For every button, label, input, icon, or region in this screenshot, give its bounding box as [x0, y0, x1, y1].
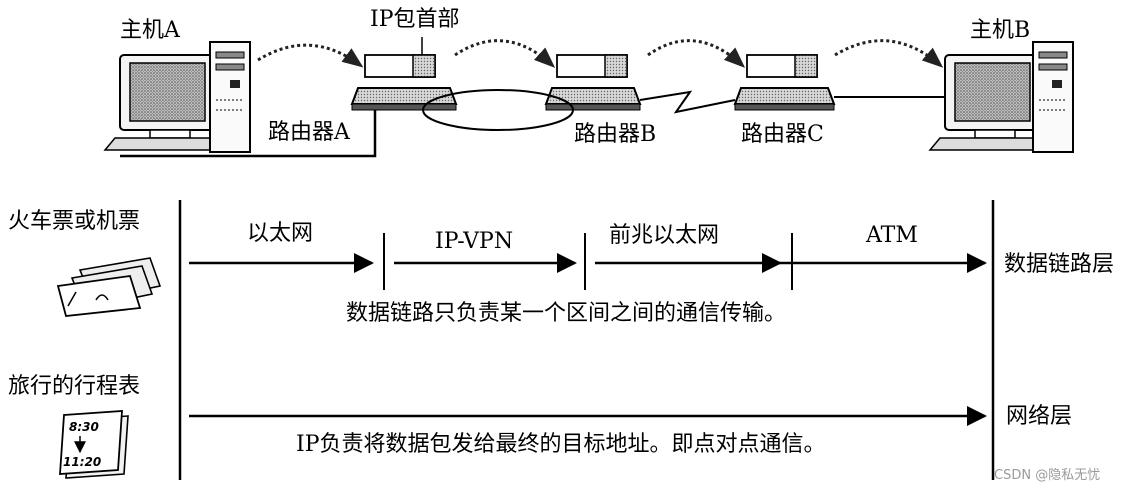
router-b-label: 路由器B: [574, 122, 656, 147]
router-b-icon: [544, 87, 642, 111]
ip-packet-icon: [556, 54, 628, 78]
itinerary-end-time: 11:20: [63, 455, 101, 469]
datalink-layer-label: 数据链路层: [1004, 252, 1114, 277]
packet-flow-arrow: [454, 39, 556, 68]
datalink-caption: 数据链路只负责某一个区间之间的通信传输。: [346, 301, 786, 326]
router-c-label: 路由器C: [741, 122, 824, 147]
packet-flow-arrow: [647, 39, 746, 68]
segment-label-ethernet: 以太网: [247, 221, 313, 246]
network-caption: IP负责将数据包发给最终的目标地址。即点对点通信。: [296, 432, 826, 457]
ring-network-link: [422, 89, 574, 131]
itinerary-label: 旅行的行程表: [8, 374, 140, 399]
segment-label-atm: ATM: [865, 223, 918, 248]
host-a-cable: [120, 108, 377, 158]
packet-flow-arrow: [257, 43, 364, 68]
router-a-icon: [350, 87, 458, 111]
itinerary-icon: 8:30 11:20: [59, 410, 129, 479]
host-b-computer-icon: [928, 41, 1074, 153]
ip-header-label: IP包首部: [370, 7, 460, 32]
ip-packet-icon: [746, 54, 818, 78]
watermark-text: CSDN @隐私无忧: [994, 468, 1100, 483]
ticket-label: 火车票或机票: [8, 209, 140, 234]
segment-label-ipvpn: IP-VPN: [435, 229, 513, 254]
host-b-label: 主机B: [970, 18, 1030, 43]
router-c-icon: [733, 87, 836, 111]
host-a-computer-icon: [103, 41, 251, 153]
segment-label-gigabit-ethernet: 前兆以太网: [609, 223, 719, 248]
packet-flow-arrow: [834, 39, 944, 68]
network-layer-label: 网络层: [1006, 404, 1072, 429]
host-a-label: 主机A: [120, 18, 181, 43]
itinerary-start-time: 8:30: [69, 420, 99, 434]
ip-packet-icon: [364, 54, 436, 78]
router-a-label: 路由器A: [268, 120, 351, 145]
ticket-icon: [56, 257, 162, 317]
wan-zigzag-link: [639, 90, 736, 114]
